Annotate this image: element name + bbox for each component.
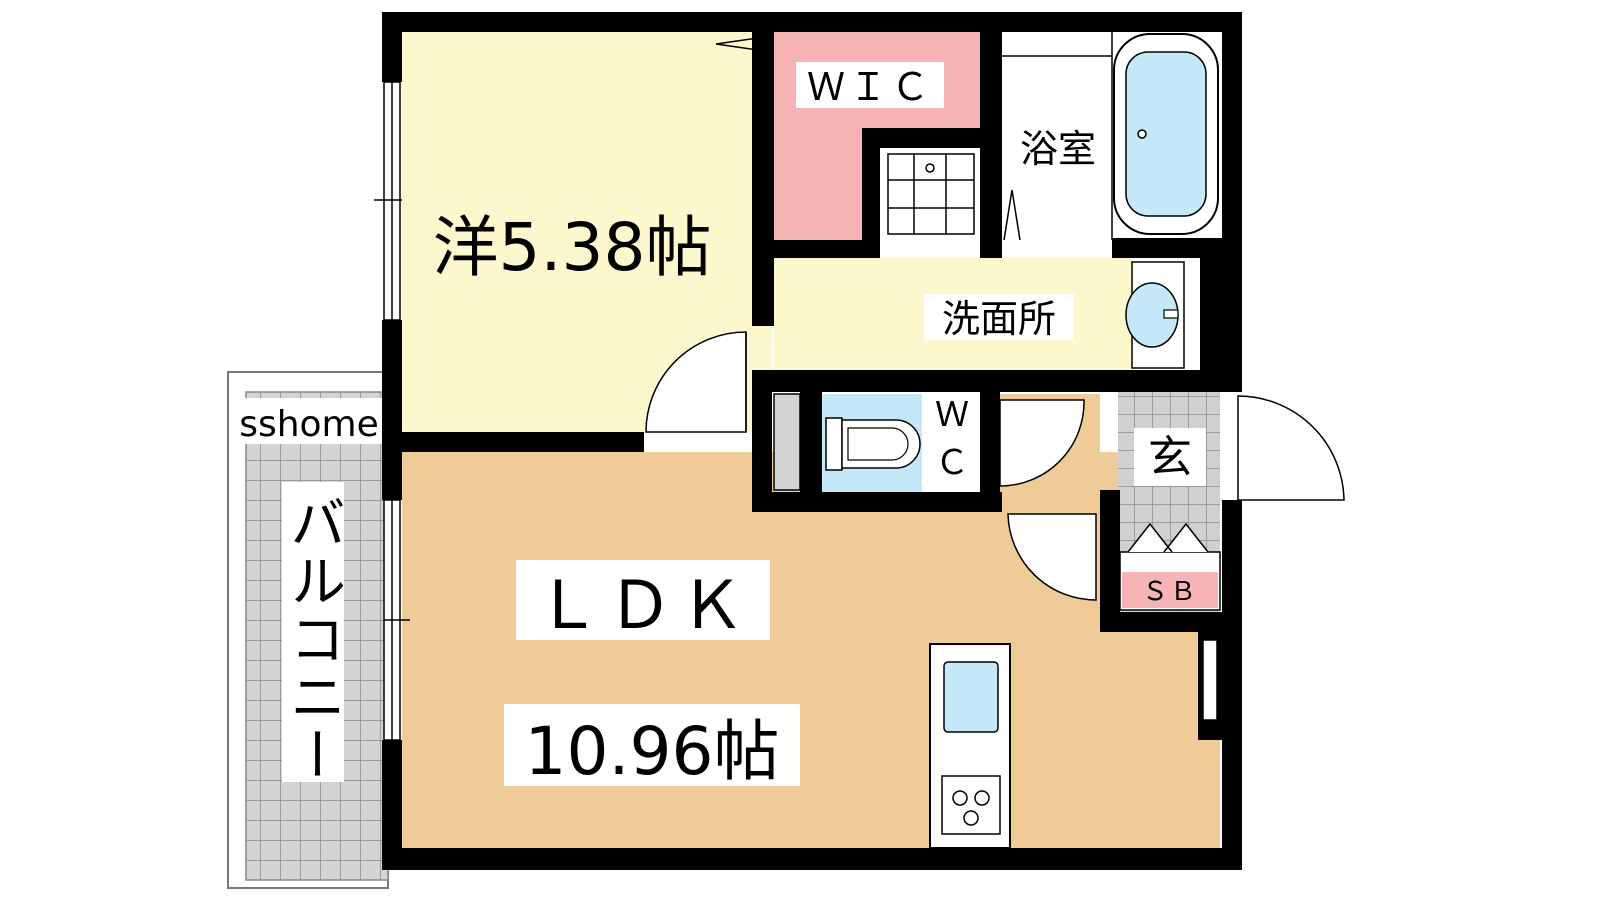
watermark: sshome [239, 404, 379, 445]
washroom-label: 洗面所 [942, 297, 1056, 341]
door-wic [715, 35, 773, 130]
walls [382, 12, 1242, 870]
wc-floor-right [922, 394, 982, 494]
bath-label: 浴室 [1020, 127, 1096, 171]
wc-label-w: Ｗ [935, 395, 969, 435]
bath-door [1002, 32, 1113, 241]
shoe-box-label: ＳＢ [1142, 577, 1198, 607]
ldk-label-bg [516, 560, 770, 640]
wic-label-bg [796, 62, 944, 108]
window-east [1202, 639, 1218, 721]
washroom-label-bg [924, 294, 1074, 340]
window-west-upper [374, 81, 402, 321]
shoe-box [1119, 522, 1221, 611]
washer-space [887, 153, 975, 235]
door-entrance [1237, 395, 1345, 501]
wic-label: ＷＩＣ [807, 65, 933, 109]
bathtub [1113, 33, 1219, 235]
wash-basin [1125, 261, 1185, 369]
window-west-lower [383, 499, 410, 741]
watermark-bg [236, 398, 382, 444]
wc-label-c: Ｃ [935, 443, 969, 483]
western-room-label-bg [406, 202, 738, 280]
door-wc [999, 399, 1085, 487]
entrance-label: 玄 [1148, 432, 1192, 483]
bath-label-bg [1008, 126, 1108, 172]
door-ldk [1007, 513, 1097, 601]
ldk-size-label: 10.96帖 [525, 713, 780, 790]
wic-floor-lower [774, 128, 864, 240]
door-western-room [645, 331, 747, 433]
entrance-label-bg [1134, 428, 1206, 486]
ldk-label: ＬＤＫ [535, 567, 751, 644]
toilet [773, 393, 921, 491]
kitchen-counter [929, 643, 1011, 849]
balcony-label: バルコニー [281, 494, 346, 784]
toilet-niche-floor [880, 150, 976, 238]
balcony [227, 371, 389, 889]
western-room-label: 洋5.38帖 [433, 209, 712, 286]
ldk-size-label-bg [504, 704, 800, 786]
